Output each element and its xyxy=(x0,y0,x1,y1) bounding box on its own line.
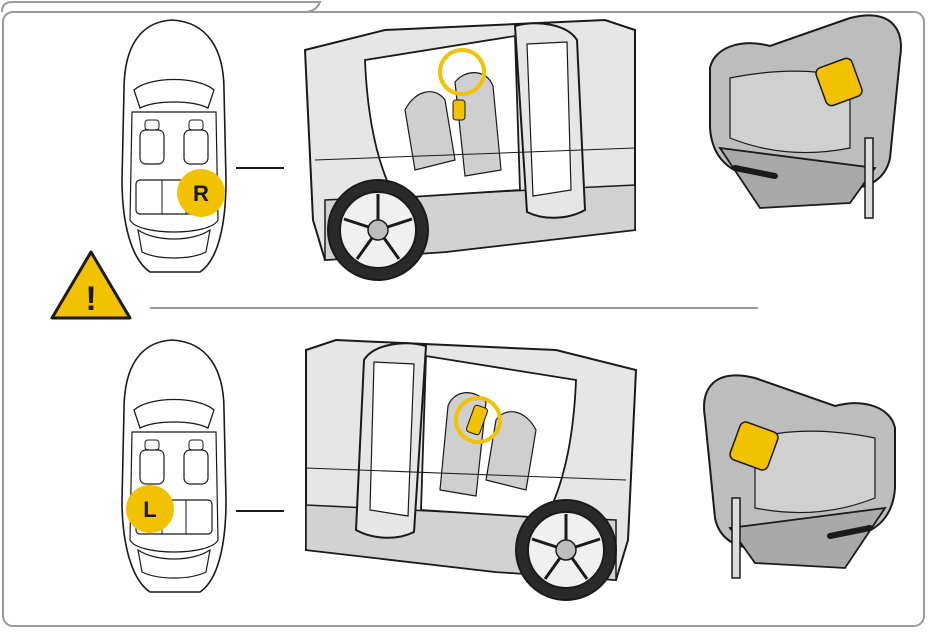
child-seat-icon xyxy=(704,375,895,578)
warning-glyph: ! xyxy=(85,280,96,318)
top-view-car-icon xyxy=(122,20,226,272)
bottom-row: L xyxy=(122,340,895,600)
side-marker-left: L xyxy=(126,485,174,533)
top-row: R xyxy=(122,15,901,280)
side-view-car-icon xyxy=(306,340,636,600)
warning-triangle-icon: ! xyxy=(52,252,130,318)
side-marker-label: R xyxy=(193,181,209,206)
side-marker-label: L xyxy=(143,497,156,522)
child-seat-icon xyxy=(710,15,901,218)
side-marker-right: R xyxy=(177,169,225,217)
side-view-car-icon xyxy=(305,20,635,280)
top-view-car-icon xyxy=(122,340,226,592)
